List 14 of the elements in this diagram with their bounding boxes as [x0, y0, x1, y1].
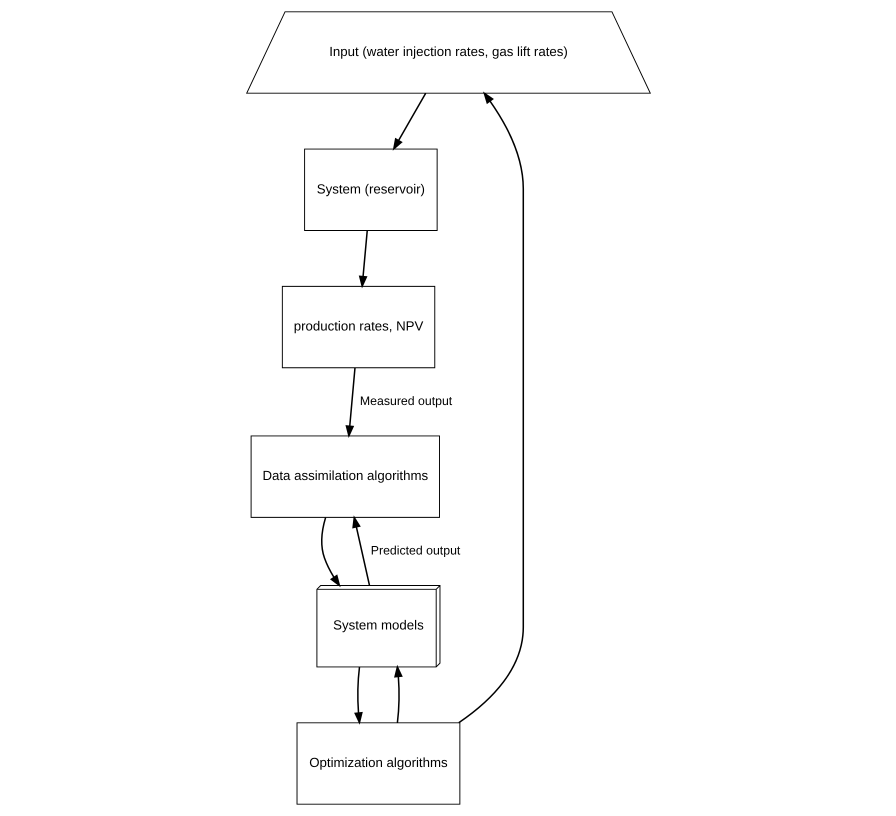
arrow — [354, 666, 362, 725]
arrow — [394, 664, 402, 723]
arrow — [358, 230, 368, 288]
arrow — [344, 368, 356, 438]
edge-label: Measured output — [359, 394, 452, 408]
node-box: Data assimilation algorithms — [250, 435, 440, 518]
node-box: System (reservoir) — [304, 148, 438, 231]
edge-label: Predicted output — [370, 544, 460, 558]
arrow — [352, 515, 370, 586]
arrow — [392, 92, 426, 151]
node-box: production rates, NPV — [281, 286, 435, 368]
arrow — [320, 517, 340, 588]
node-box: Optimization algorithms — [296, 722, 460, 805]
arrow — [458, 91, 524, 724]
